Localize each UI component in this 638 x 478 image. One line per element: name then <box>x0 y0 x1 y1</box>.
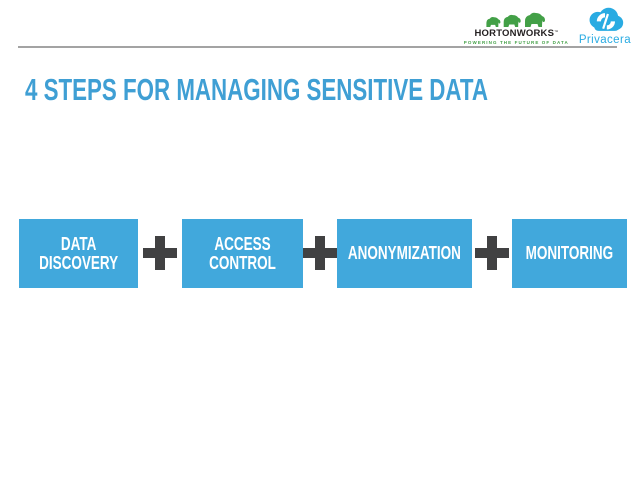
step-box-monitoring: MONITORING <box>512 219 627 288</box>
slide-title: 4 STEPS FOR MANAGING SENSITIVE DATA <box>25 72 488 107</box>
step-box-access-control: ACCESS CONTROL <box>182 219 303 288</box>
privacera-cloud-icon <box>585 6 625 34</box>
hortonworks-tagline: POWERING THE FUTURE OF DATA <box>463 40 569 46</box>
privacera-logo: Privacera <box>579 6 631 47</box>
hortonworks-elephants-icon <box>485 11 547 29</box>
header-divider <box>18 46 617 48</box>
step-label: CONTROL <box>209 252 276 273</box>
step-box-anonymization: ANONYMIZATION <box>337 219 472 288</box>
step-box-data-discovery: DATA DISCOVERY <box>19 219 138 288</box>
step-label: ACCESS <box>214 233 271 254</box>
plus-icon <box>475 236 509 270</box>
privacera-wordmark: Privacera <box>578 34 631 46</box>
step-label: DATA <box>60 233 97 254</box>
hortonworks-wordmark: HORTONWORKS <box>474 28 555 40</box>
hortonworks-logo: HORTONWORKS ™ POWERING THE FUTURE OF DAT… <box>464 11 569 46</box>
header-logos: HORTONWORKS ™ POWERING THE FUTURE OF DAT… <box>464 6 631 47</box>
step-label: MONITORING <box>525 243 614 263</box>
plus-icon <box>303 236 337 270</box>
hortonworks-trademark: ™ <box>554 29 559 35</box>
step-label: ANONYMIZATION <box>348 243 461 263</box>
step-label: DISCOVERY <box>38 252 119 273</box>
plus-icon <box>143 236 177 270</box>
